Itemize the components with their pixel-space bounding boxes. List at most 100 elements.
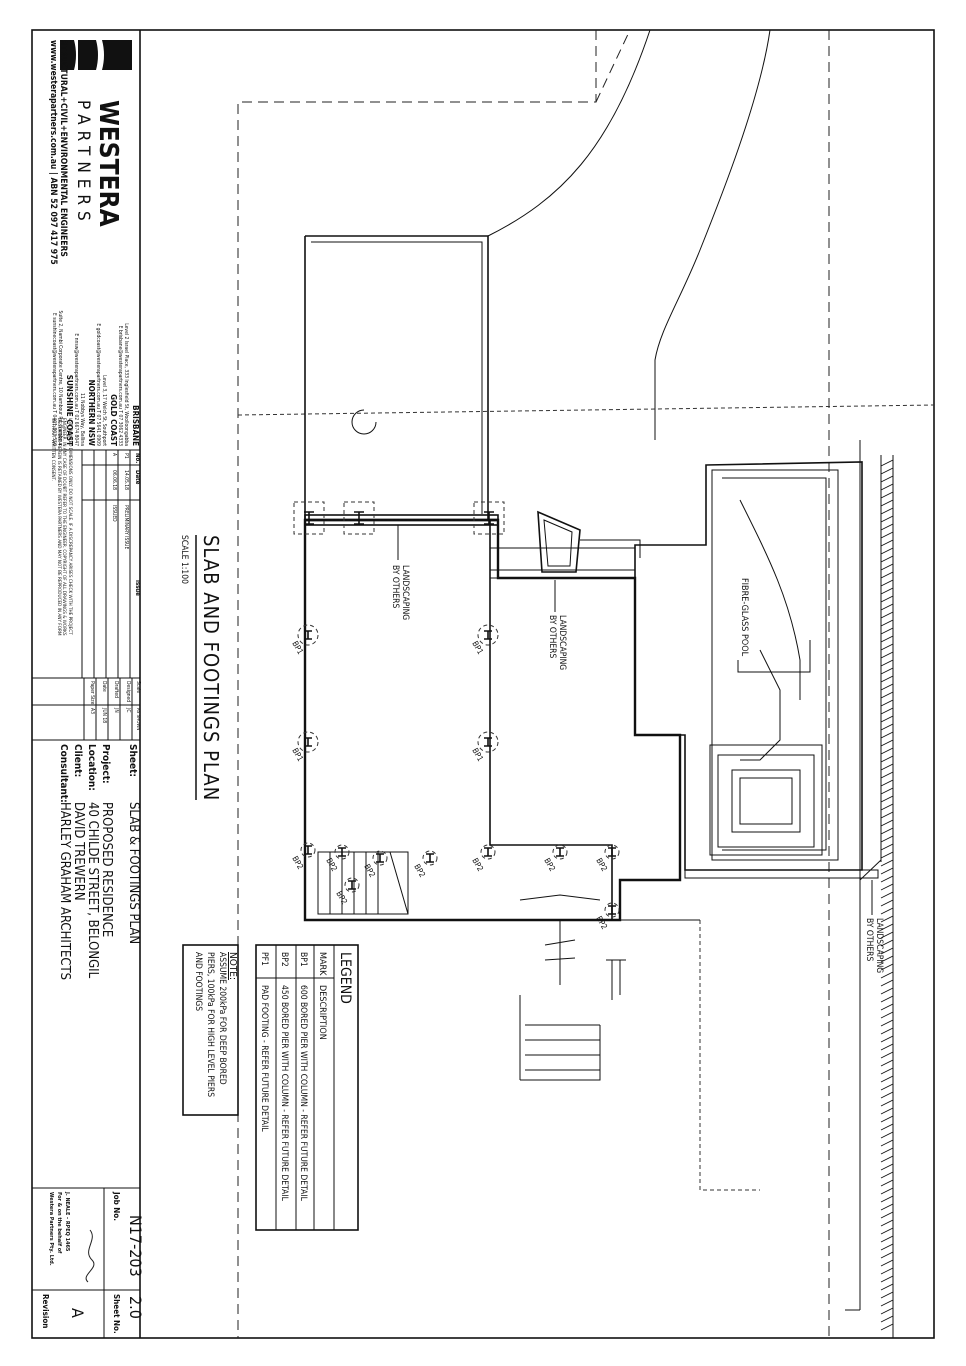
pier-circle: [344, 877, 360, 893]
fence-hatch-line: [880, 547, 894, 555]
svg-text:Revision: Revision: [41, 1294, 50, 1328]
sheet-number: 2.0: [126, 1296, 145, 1319]
note-line: AND FOOTINGS: [193, 952, 203, 1011]
landscaping-label-1: LANDSCAPING BY OTHERS: [390, 525, 410, 620]
svg-text:A3: A3: [89, 708, 95, 714]
fence-hatch-line: [880, 731, 894, 739]
revision-letter: A: [68, 1308, 87, 1318]
company-web: www.westerapartners.com.au | ABN 52 097 …: [48, 40, 58, 265]
fence-hatch-line: [880, 1211, 894, 1219]
fence-hatch-line: [880, 579, 894, 587]
fence-hatch-line: [880, 947, 894, 955]
fence-hatch-line: [880, 803, 894, 811]
drawing-title: SLAB AND FOOTINGS PLAN: [199, 535, 223, 801]
svg-text:Westera Partners Pty. Ltd.: Westera Partners Pty. Ltd.: [48, 1192, 54, 1266]
fence-hatch-line: [880, 1091, 894, 1099]
fence-hatch-line: [880, 1019, 894, 1027]
company-name: WESTERA: [93, 100, 123, 227]
legend-title: LEGEND: [337, 952, 353, 1004]
fence-hatch-line: [880, 531, 894, 539]
company-tagline: STRUCTURAL+CIVIL+ENVIRONMENTAL ENGINEERS: [58, 40, 68, 257]
fence-hatch-line: [880, 1083, 894, 1091]
pier-label: BP2: [542, 857, 557, 874]
pier-circle: [477, 731, 499, 753]
client-value: DAVID TREWERN: [71, 802, 86, 901]
fence-hatch-line: [880, 971, 894, 979]
fence-hatch-line: [880, 1107, 894, 1115]
fence-hatch-line: [880, 1315, 894, 1323]
svg-text:Paper Size: Paper Size: [89, 681, 95, 705]
fence-hatch-line: [880, 659, 894, 667]
fence-hatch-line: [880, 963, 894, 971]
svg-text:E nnsw@westerapartners.com.au: E nnsw@westerapartners.com.au T 02 6674 …: [73, 333, 79, 446]
fence-hatch-line: [880, 779, 894, 787]
svg-text:FIBRE-GLASS POOL: FIBRE-GLASS POOL: [739, 578, 749, 657]
drawing-meta: Scale AS SHOWN Designed JC Drafted JN Da…: [32, 678, 141, 740]
job-block: Job No. N17-203 Sheet No. 2.0 Revision A…: [41, 1191, 145, 1334]
fence-hatch-line: [880, 475, 894, 483]
svg-text:E sunshinecoast@westerapartner: E sunshinecoast@westerapartners.com.au T…: [51, 313, 57, 446]
curved-path: [487, 29, 651, 237]
pier-label: BP1: [470, 747, 485, 764]
door-swing: [351, 409, 377, 435]
svg-text:Sheet:: Sheet:: [127, 744, 138, 777]
svg-text:For & on the behalf of: For & on the behalf of: [56, 1192, 62, 1254]
fence-hatch-line: [880, 1179, 894, 1187]
fence-hatch-line: [880, 819, 894, 827]
svg-text:BY OTHERS: BY OTHERS: [864, 918, 874, 961]
fence-hatch-line: [880, 739, 894, 747]
svg-text:Drafted: Drafted: [113, 681, 119, 698]
company-sub: PARTNERS: [73, 100, 93, 227]
legend-row-desc: 600 BORED PIER WITH COLUMN - REFER FUTUR…: [298, 985, 308, 1202]
fence-hatch-line: [880, 1227, 894, 1235]
fence-hatch-line: [880, 467, 894, 475]
pier-column-mark: [348, 880, 356, 890]
pier-column-mark: [304, 845, 312, 855]
pier-column-mark: [556, 847, 564, 857]
pier-circle: [477, 624, 499, 646]
svg-text:E goldcoast@westerapartners.co: E goldcoast@westerapartners.com.au T 07 …: [95, 323, 101, 446]
fence-hatch-line: [880, 1219, 894, 1227]
legend-row-desc: PAD FOOTING - REFER FUTURE DETAIL: [259, 985, 269, 1132]
title-strip: WESTERA PARTNERS STRUCTURAL+CIVIL+ENVIRO…: [32, 40, 145, 1338]
fence-hatch-line: [880, 859, 894, 867]
note-title: NOTE:: [227, 952, 238, 980]
svg-text:AS SHOWN: AS SHOWN: [135, 708, 141, 730]
pool-label: FIBRE-GLASS POOL: [737, 578, 811, 673]
svg-text:Suite 2, Nambi Corporate Centr: Suite 2, Nambi Corporate Centre, 10 Namb…: [57, 310, 63, 446]
fence-hatch-line: [880, 771, 894, 779]
legend-row-mark: PF1: [259, 952, 269, 966]
fence-hatch-line: [880, 995, 894, 1003]
fence-hatch-line: [880, 1259, 894, 1267]
pier-column-mark: [376, 853, 384, 863]
pool-outline: [711, 469, 839, 861]
fence-hatch-line: [880, 979, 894, 987]
fence-hatch-line: [880, 1059, 894, 1067]
fence-hatch-line: [880, 1187, 894, 1195]
fence-hatch-line: [880, 1155, 894, 1163]
svg-text:Scale: Scale: [135, 681, 141, 693]
fence-hatch-line: [880, 1115, 894, 1123]
fence-hatch-line: [880, 1035, 894, 1043]
svg-text:JC: JC: [125, 707, 131, 712]
pier-label: BP2: [362, 863, 377, 880]
svg-text:Level 2 Israel Place, 333 Ingl: Level 2 Israel Place, 333 Inglesfield St…: [123, 323, 129, 446]
landscaping-label-3: LANDSCAPING BY OTHERS: [864, 880, 884, 973]
pier-column-mark: [426, 853, 434, 863]
svg-text:Date: Date: [134, 470, 141, 485]
svg-text:06.06.18: 06.06.18: [111, 470, 117, 490]
fence-hatch-line: [880, 587, 894, 595]
pier-circle: [604, 844, 620, 860]
svg-text:Issue: Issue: [134, 580, 141, 596]
job-number: N17-203: [126, 1215, 145, 1277]
fence-hatch-line: [880, 563, 894, 571]
fence-hatch-line: [880, 1067, 894, 1075]
fence-hatch-line: [880, 555, 894, 563]
fence-hatch-line: [880, 811, 894, 819]
legend-col-desc: DESCRIPTION: [317, 985, 327, 1040]
pier-circle: [552, 844, 568, 860]
signature: [85, 1229, 95, 1283]
pier-circle: [372, 850, 388, 866]
pier-label: BP2: [470, 857, 485, 874]
